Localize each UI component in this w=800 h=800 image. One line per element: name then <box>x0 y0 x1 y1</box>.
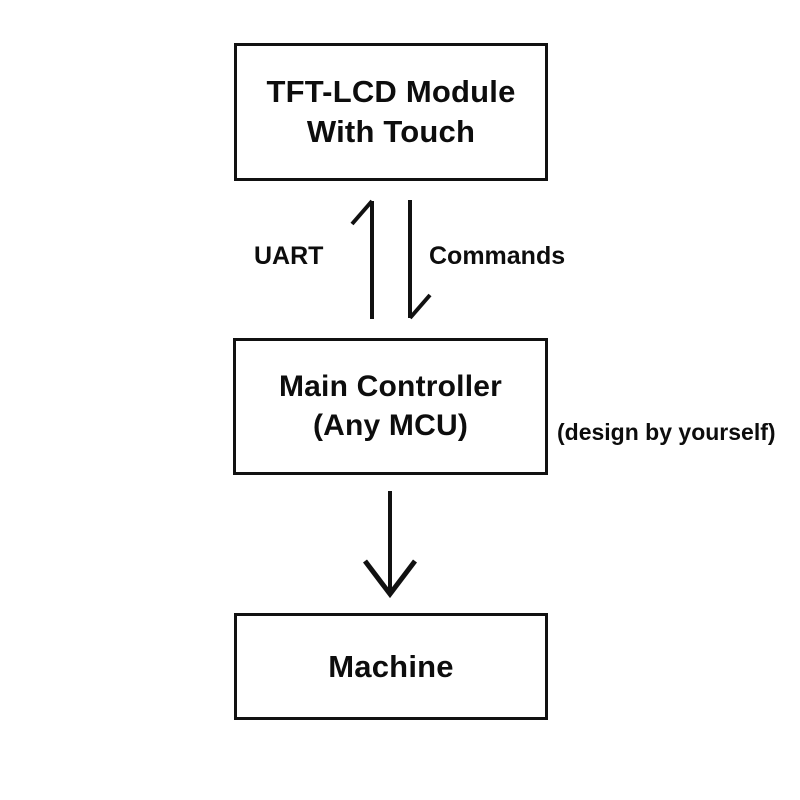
edge-label-uart: UART <box>254 242 324 270</box>
arrow-uart-up <box>350 199 374 319</box>
node-machine[interactable]: Machine <box>234 613 548 720</box>
edge-label-commands: Commands <box>429 242 566 270</box>
arrow-commands-down <box>408 200 432 320</box>
node-tft-lcd-module-line-2: With Touch <box>306 114 476 149</box>
node-main-controller-line-1: Main Controller <box>278 370 502 404</box>
node-machine-line-1: Machine <box>328 648 454 684</box>
node-main-controller[interactable]: Main Controller (Any MCU) <box>233 338 548 475</box>
node-tft-lcd-module[interactable]: TFT-LCD Module With Touch <box>234 43 548 181</box>
node-tft-lcd-module-line-1: TFT-LCD Module <box>266 74 516 110</box>
arrow-controller-to-machine <box>363 491 417 599</box>
node-main-controller-line-2: (Any MCU) <box>312 408 469 442</box>
annotation-design-by-yourself: (design by yourself) <box>557 419 776 445</box>
